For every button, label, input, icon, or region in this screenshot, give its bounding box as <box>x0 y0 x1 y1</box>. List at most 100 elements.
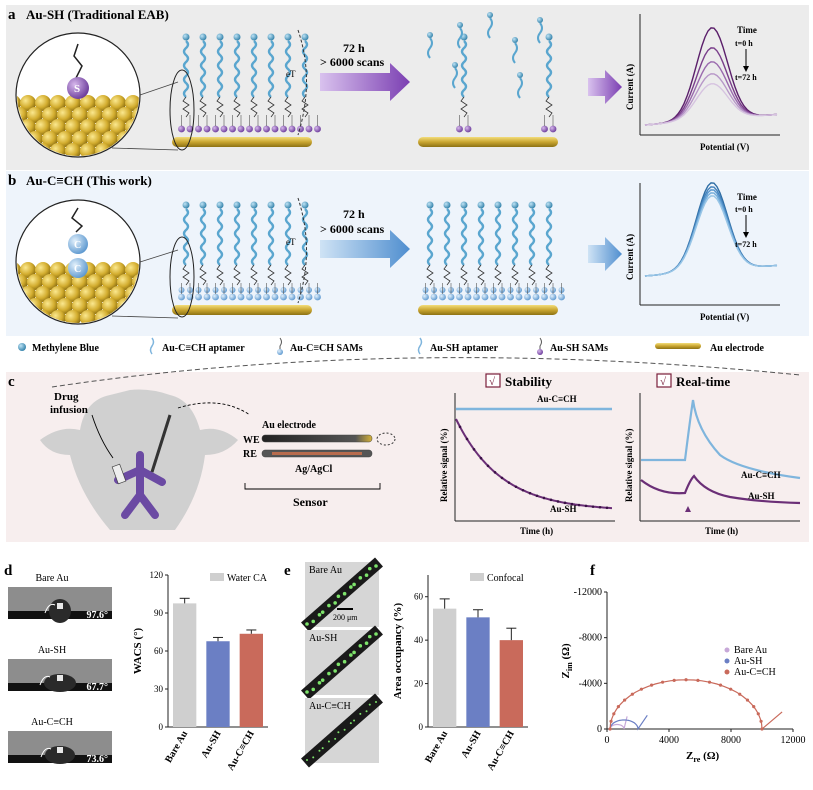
stability-sh-point <box>535 494 539 498</box>
water-droplet <box>45 746 75 764</box>
gold-atom <box>65 119 81 135</box>
aptamer-strand <box>511 208 519 266</box>
alkyne-anchor <box>473 293 480 301</box>
aptamer-strand <box>250 208 258 266</box>
panel-a-atom-label: S <box>74 83 80 95</box>
contact-angle-sample-label: Au-SH <box>38 645 66 656</box>
alkyne-anchor <box>422 293 429 301</box>
panel-b-electrode <box>172 305 312 315</box>
gold-atom <box>117 107 133 123</box>
sulfur-anchor <box>246 125 253 133</box>
nyquist-point <box>684 678 688 682</box>
panel-b-et-arrow <box>297 197 307 304</box>
nyquist-y-tick-label: -12000 <box>574 587 602 598</box>
nyquist-y-tick-label: -8000 <box>579 633 602 644</box>
alkyne-anchor <box>314 293 321 301</box>
methylene-blue <box>457 22 463 28</box>
nyquist-point <box>608 727 612 731</box>
fluorescence-spot <box>336 594 341 599</box>
methylene-blue <box>427 32 433 38</box>
methylene-blue <box>512 37 518 43</box>
panel-a-et-label: eT <box>286 69 296 79</box>
stability-sh-point <box>493 471 497 474</box>
fluorescence-spot <box>317 680 322 685</box>
stability-sh-point <box>591 505 595 508</box>
implanted-sensor <box>150 414 172 473</box>
gold-atom <box>35 286 51 302</box>
confocal-sample-label: Au-SH <box>309 633 337 644</box>
fluorescence-spot <box>333 669 337 673</box>
fluorescence-spot <box>311 619 316 624</box>
gold-atom <box>20 262 36 278</box>
sensor-label: Sensor <box>293 495 328 509</box>
sulfur-anchor <box>456 125 463 133</box>
bar-y-tick-label: 60 <box>414 592 424 602</box>
gold-atom <box>110 286 126 302</box>
gold-atom <box>125 262 139 278</box>
stability-sh-point <box>570 502 574 506</box>
infusion-needle <box>111 463 127 485</box>
fluorescence-spot <box>342 591 347 596</box>
fluorescence-spot <box>365 710 368 713</box>
working-electrode <box>261 434 373 443</box>
fluorescence-spot <box>352 582 356 587</box>
fluorescence-spot <box>359 712 362 715</box>
stability-plot: √ Stability Au-C≡CH Au-SH Relative signa… <box>439 373 615 536</box>
bar-category-label: Au-C≡CH <box>225 729 257 773</box>
alkyne-anchor <box>481 293 489 301</box>
bar <box>499 640 523 727</box>
stability-check-icon: √ <box>489 376 496 388</box>
realtime-sh-label: Au-SH <box>748 491 775 501</box>
alkyne-anchor <box>220 293 228 301</box>
nyquist-legend-marker <box>724 658 730 664</box>
methylene-blue <box>250 33 258 41</box>
electrode-wire <box>301 625 383 700</box>
detached-aptamer <box>512 42 518 64</box>
panel-c-letter: c <box>8 374 15 390</box>
alkyne-anchor <box>490 293 497 301</box>
nyquist-point <box>745 698 750 702</box>
drug-infusion-label-2: infusion <box>50 404 88 416</box>
gold-atom <box>42 131 58 147</box>
alkyl-chain <box>216 264 224 286</box>
alkyne-anchor <box>246 293 253 301</box>
sulfur-anchor <box>314 125 321 133</box>
aptamer-strand <box>545 40 553 98</box>
panel-a-electrode <box>172 137 312 147</box>
fluorescence-spot <box>305 622 309 626</box>
bar-y-tick-label: 120 <box>150 570 164 580</box>
gold-atom <box>57 131 73 147</box>
rat-vasculature <box>114 451 166 519</box>
methylene-blue <box>426 201 434 209</box>
gold-atom <box>110 95 126 111</box>
nyquist-point <box>623 698 627 702</box>
panel-a-gold-atoms <box>17 95 139 156</box>
stability-sh-point <box>472 448 476 451</box>
nyquist-point <box>696 678 700 682</box>
detached-aptamer <box>427 37 433 59</box>
legend-row: Methylene Blue Au-C≡CH aptamer Au-C≡CH S… <box>18 337 765 355</box>
gold-atom <box>57 107 73 123</box>
fluorescence-spot <box>375 701 377 703</box>
bar <box>239 633 263 727</box>
aptamer-strand <box>443 208 451 266</box>
alkyne-anchor <box>254 293 262 301</box>
panel-b-zoom-line-top <box>139 249 179 263</box>
methylene-blue <box>301 201 309 209</box>
legend-cch-sams-ball <box>277 349 283 355</box>
panel-b-aptamers-after <box>422 201 565 301</box>
alkyne-anchor <box>212 293 219 301</box>
panel-b-cv-ylabel: Current (A) <box>625 234 635 280</box>
panel-a-title: Au-SH (Traditional EAB) <box>26 7 169 22</box>
droplet-highlight <box>57 747 63 753</box>
panel-c: c Drug infusion Au electrode WE RE Ag/Ag… <box>8 357 801 536</box>
bar-legend-swatch <box>470 573 484 581</box>
gold-atom <box>50 286 66 302</box>
bar-y-tick-label: 0 <box>159 722 164 732</box>
detached-aptamer <box>452 67 458 89</box>
gold-atom <box>35 95 51 111</box>
detached-aptamer <box>517 77 523 99</box>
agagcl-coating <box>272 452 362 455</box>
